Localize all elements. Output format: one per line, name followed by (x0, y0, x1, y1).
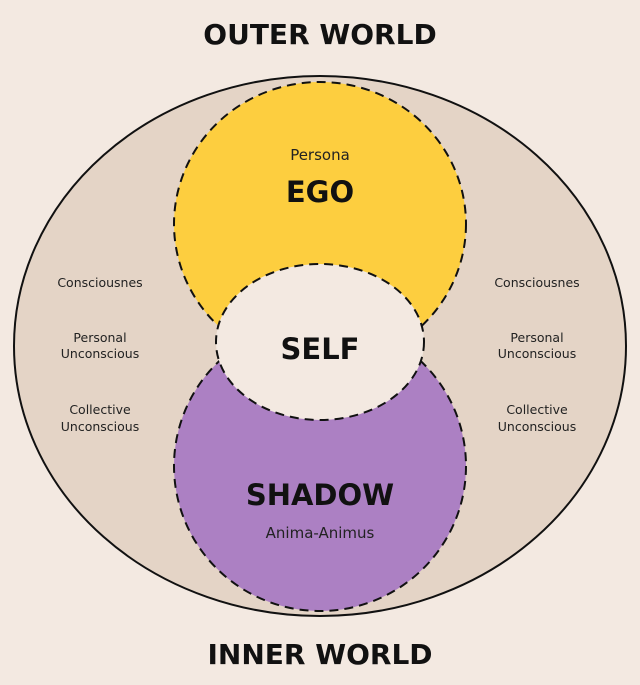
outer-world-heading: OUTER WORLD (203, 18, 436, 51)
anima-animus-label: Anima-Animus (266, 524, 375, 542)
shadow-label: SHADOW (246, 478, 394, 512)
right-personal-label-line2: Unconscious (498, 346, 576, 361)
left-personal-label-line1: Personal (73, 330, 126, 345)
self-ellipse (215, 263, 425, 421)
right-personal-label-line1: Personal (510, 330, 563, 345)
ego-label: EGO (286, 175, 354, 209)
left-collective-label-line1: Collective (69, 402, 131, 417)
right-consciousness-label: Consciousnes (494, 275, 579, 290)
self-label: SELF (281, 332, 360, 366)
right-collective-label-line1: Collective (506, 402, 568, 417)
persona-label: Persona (290, 146, 350, 164)
left-consciousness-label: Consciousnes (57, 275, 142, 290)
left-collective-label-line2: Unconscious (61, 419, 139, 434)
left-personal-label-line2: Unconscious (61, 346, 139, 361)
inner-world-heading: INNER WORLD (207, 638, 432, 671)
right-collective-label-line2: Unconscious (498, 419, 576, 434)
